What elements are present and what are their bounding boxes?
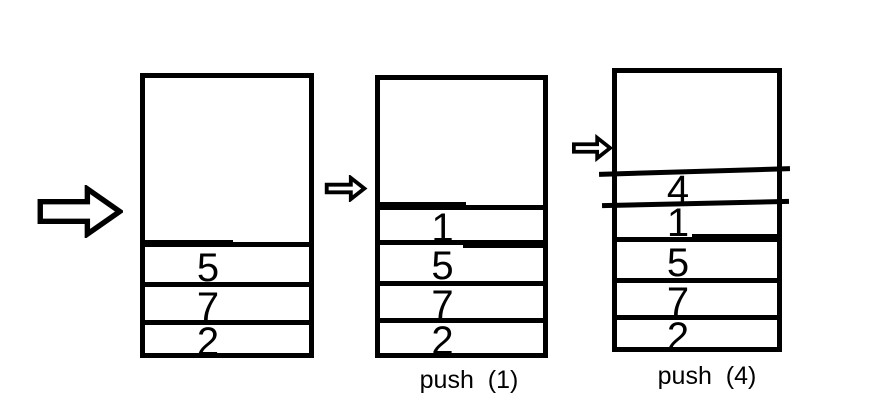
hand-drawn-line-segment [463, 243, 543, 248]
stack-value: 7 [196, 284, 220, 329]
stack-value: 5 [666, 241, 690, 285]
stack-initial: 5 7 2 [140, 73, 314, 362]
stack-cell: 5 [380, 240, 543, 286]
stack-value: 2 [666, 314, 690, 359]
block-arrow-icon [572, 134, 613, 162]
stack-value: 1 [666, 201, 690, 245]
stack-cell: 5 [617, 237, 777, 283]
block-arrow-icon [37, 185, 123, 238]
stack-value: 2 [431, 319, 454, 363]
stack-value: 5 [431, 244, 454, 288]
stack-cell: 1 [380, 205, 543, 248]
stack-cell: 1 [617, 203, 777, 243]
stack-value: 2 [196, 320, 220, 364]
stack-cell: 4 [617, 170, 777, 210]
stack-after-push-4: 4 1 5 7 2 [612, 68, 782, 357]
stack-cell: 5 [145, 242, 309, 288]
stack-value: 4 [666, 168, 690, 212]
stack-value: 1 [431, 206, 454, 250]
block-arrow-icon [324, 175, 368, 202]
stack-cell: 7 [380, 281, 543, 325]
stack-cell: 2 [617, 315, 777, 357]
hand-drawn-line-segment [692, 234, 777, 239]
stack-after-push-1: 1 5 7 2 [375, 75, 548, 361]
stack-value: 7 [666, 280, 690, 324]
hand-drawn-line-segment [380, 202, 466, 207]
stack-operation-label: push (1) [419, 366, 519, 394]
stack-cell: 7 [617, 278, 777, 322]
stack-cell: 2 [380, 318, 543, 361]
stack-cell: 7 [145, 282, 309, 327]
stack-operation-label: push (4) [657, 362, 757, 390]
stack-value: 5 [196, 245, 220, 290]
stack-value: 7 [431, 283, 454, 327]
stack-cell: 2 [145, 320, 309, 362]
